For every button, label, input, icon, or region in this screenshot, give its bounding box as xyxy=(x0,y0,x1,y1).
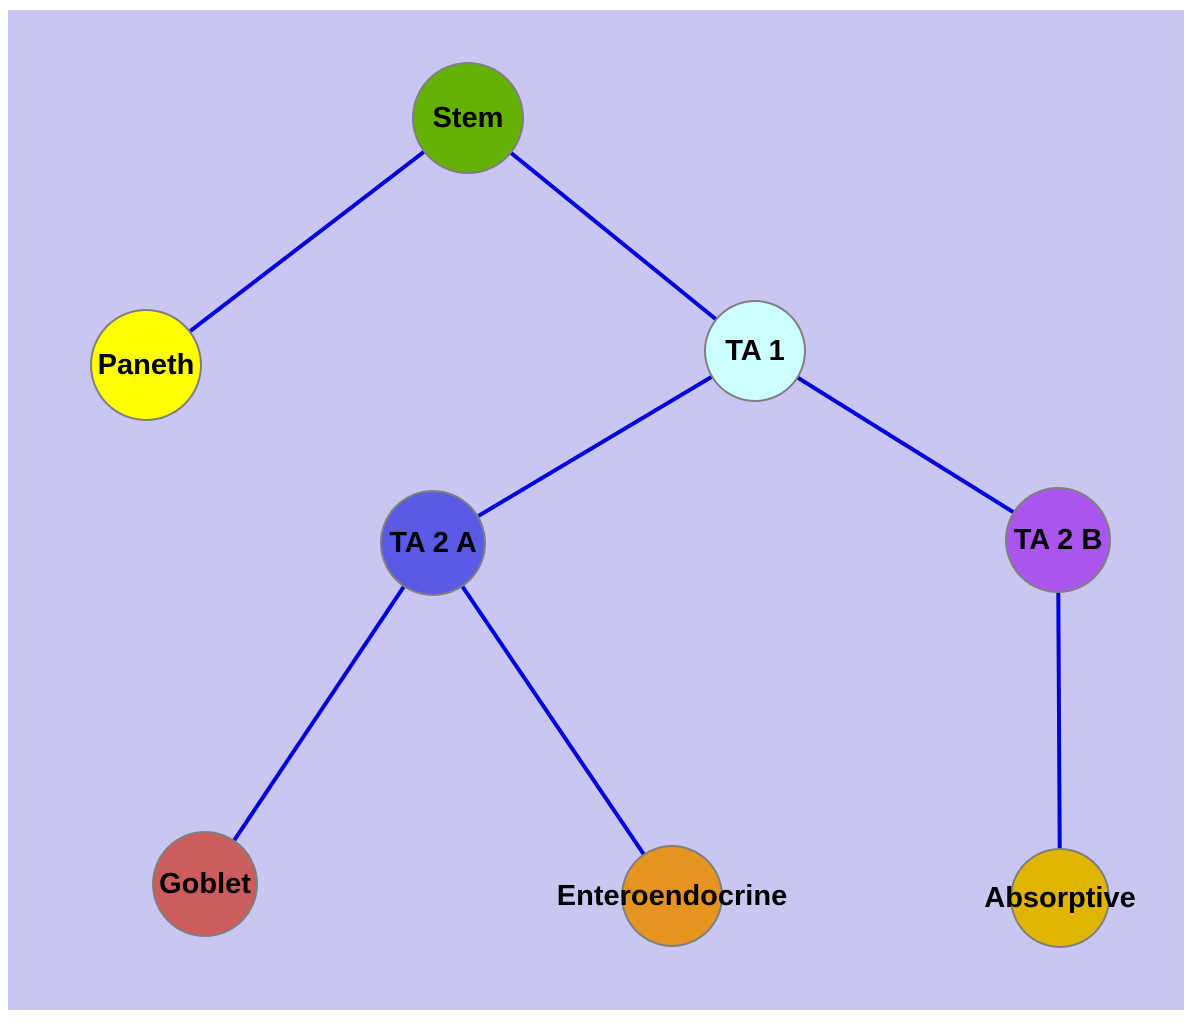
edge-stem-paneth xyxy=(144,116,470,367)
node-ta1[interactable] xyxy=(704,300,806,402)
node-stem[interactable] xyxy=(412,62,524,174)
edge-ta2a-enteroendocrine xyxy=(431,541,674,898)
node-enteroendocrine[interactable] xyxy=(621,845,723,947)
node-ta2b[interactable] xyxy=(1005,487,1111,593)
node-paneth[interactable] xyxy=(90,309,202,421)
node-goblet[interactable] xyxy=(152,831,258,937)
node-ta2a[interactable] xyxy=(380,490,486,596)
edge-ta1-ta2a xyxy=(431,349,757,545)
edge-ta2b-absorptive xyxy=(1056,539,1062,899)
edge-ta2a-goblet xyxy=(203,541,435,886)
edge-ta1-ta2b xyxy=(753,349,1060,542)
node-absorptive[interactable] xyxy=(1010,848,1110,948)
edge-stem-ta1 xyxy=(466,116,757,353)
